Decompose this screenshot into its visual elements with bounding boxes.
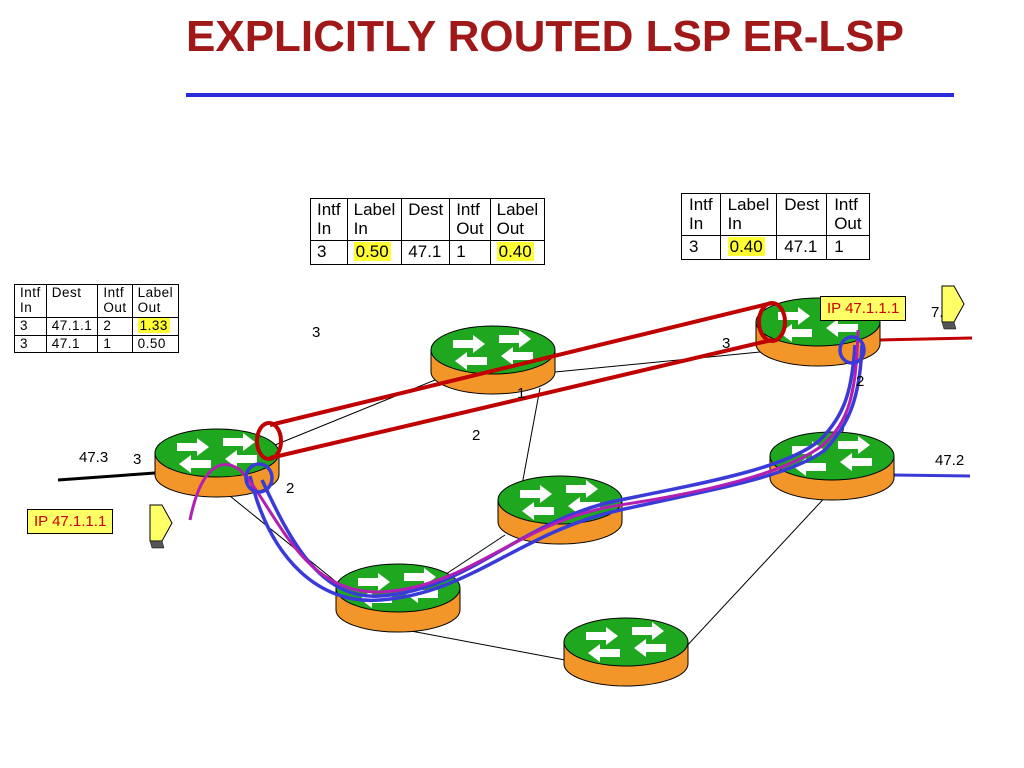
- network-label: 7.: [931, 304, 944, 321]
- interface-label: 3: [722, 335, 731, 352]
- table-cell: 1: [826, 235, 870, 261]
- er-lsp-tunnel: [255, 301, 787, 461]
- title-underline: [186, 93, 954, 97]
- table-cell: 47.1: [401, 240, 451, 266]
- forwarding-path: [188, 329, 866, 603]
- page-title: EXPLICITLY ROUTED LSP ER-LSP: [186, 12, 904, 61]
- interface-label: 3: [312, 324, 321, 341]
- table-cell: 1.33: [131, 316, 180, 336]
- net-47-3-line: [57, 471, 156, 482]
- packet-label-egress: IP 47.1.1.1: [820, 296, 907, 321]
- table-cell: 0.40: [489, 240, 546, 266]
- table-header: Dest: [401, 197, 451, 242]
- table-cell: 47.1: [45, 334, 99, 354]
- network-label: 47.2: [935, 452, 965, 469]
- table-cell: 0.50: [346, 240, 403, 266]
- table-row: 3 0.50 47.1 1 0.40: [310, 240, 546, 266]
- net-47-2-line: [892, 473, 971, 478]
- highlighted-label: 0.40: [496, 242, 534, 262]
- table-cell: 1: [97, 334, 133, 354]
- table-cell: 1: [449, 240, 491, 266]
- table-row: 3 47.1.1 2 1.33: [14, 316, 180, 336]
- table-row: 3 0.40 47.1 1: [681, 235, 870, 261]
- network-label: 47.3: [79, 449, 109, 466]
- router-bottom: [563, 617, 689, 687]
- interface-label: 2: [472, 427, 481, 444]
- highlighted-label: 0.50: [353, 242, 391, 262]
- packet-label-ingress: IP 47.1.1.1: [27, 509, 114, 534]
- interface-label: 2: [286, 480, 295, 497]
- table-row: 3 47.1 1 0.50: [14, 334, 180, 354]
- table-cell: 47.1: [776, 235, 828, 261]
- table-cell: 47.1.1: [45, 316, 99, 336]
- table-cell: 3: [14, 334, 47, 354]
- interface-label: 1: [517, 385, 526, 402]
- table-cell: 0.40: [719, 235, 778, 261]
- highlighted-label: 1.33: [137, 317, 170, 333]
- table-cell: 0.50: [131, 334, 180, 354]
- interface-label: 2: [856, 373, 865, 390]
- table-cell: 3: [681, 235, 721, 261]
- packet-arrow-egress: [941, 285, 965, 330]
- table-header: Dest: [45, 284, 99, 318]
- table-cell: 3: [310, 240, 348, 266]
- interface-label: 3: [133, 451, 142, 468]
- router-center: [497, 475, 623, 545]
- highlighted-label: 0.40: [727, 237, 765, 257]
- table-cell: 2: [97, 316, 133, 336]
- table-cell: 3: [14, 316, 47, 336]
- packet-arrow-ingress: [149, 504, 173, 549]
- net-47-1-line: [879, 336, 973, 342]
- table-header: Dest: [776, 192, 828, 237]
